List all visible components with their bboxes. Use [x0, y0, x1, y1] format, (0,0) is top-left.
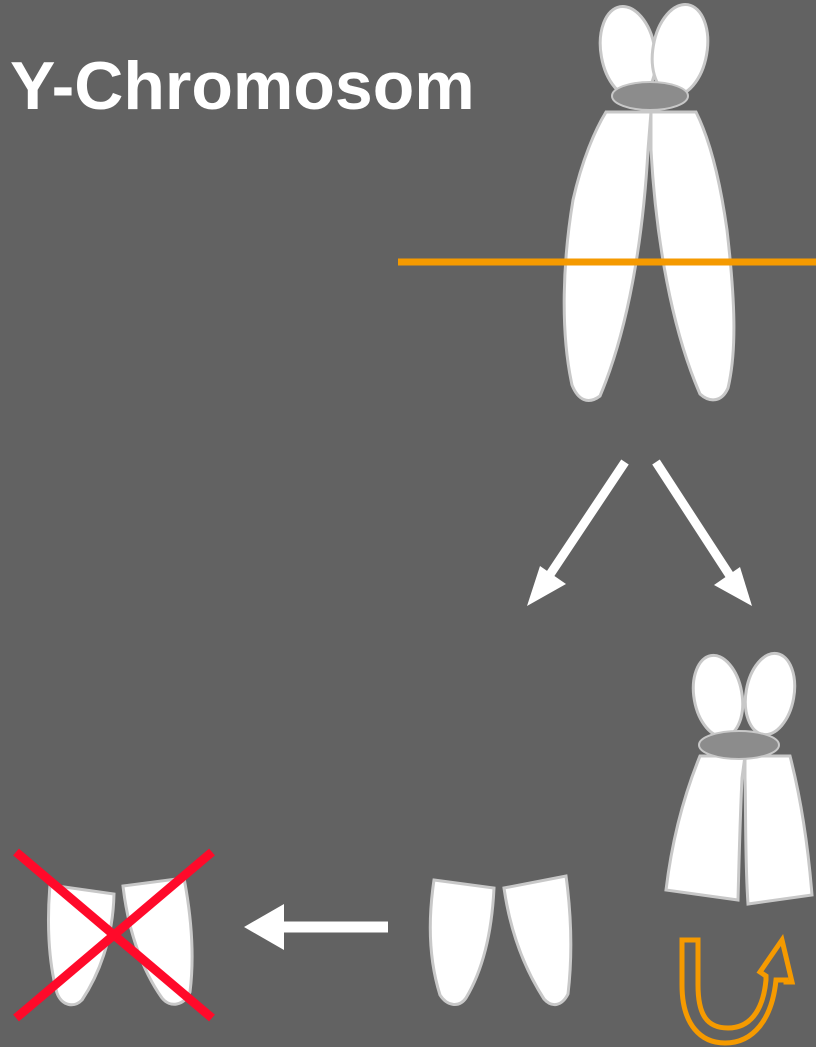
split-arrow-left — [527, 462, 625, 606]
loss-arrow — [244, 904, 388, 950]
acentric-fragment-icon — [430, 876, 570, 1005]
fragment-lower-left — [666, 756, 745, 900]
chromatid-lower-arm-left — [564, 112, 651, 400]
acentric-fragment-right — [504, 876, 571, 1005]
fragment-arm-right — [739, 649, 801, 738]
fragment-arm-left — [687, 651, 749, 740]
chromosome-fragment-icon — [666, 649, 812, 904]
u-turn-arrow-icon — [682, 940, 792, 1043]
full-chromosome — [564, 0, 734, 400]
chromatid-lower-arm-right — [651, 112, 734, 400]
fragment-centromere — [699, 731, 779, 759]
centromere — [612, 82, 688, 110]
split-arrow-right — [656, 462, 752, 606]
acentric-fragment-left — [430, 880, 494, 1004]
fragment-lower-right — [745, 756, 812, 904]
